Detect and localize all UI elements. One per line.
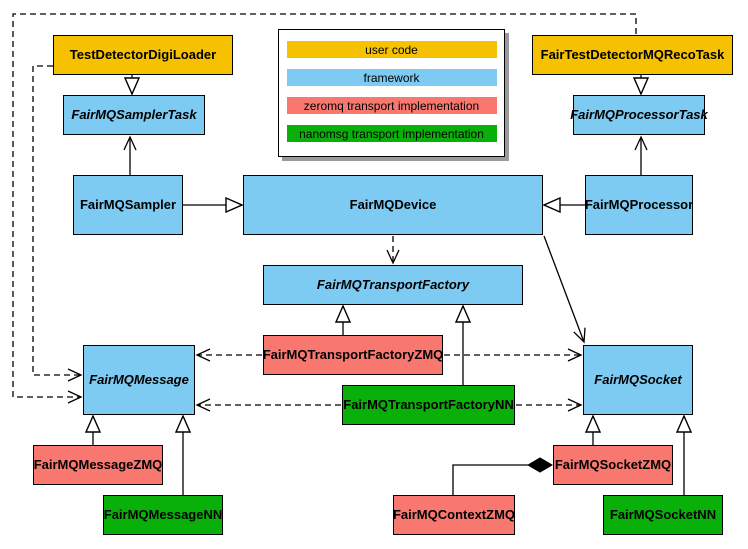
class-box-fairmqsampler: FairMQSampler xyxy=(73,175,183,235)
class-box-fairmqtransportfactory: FairMQTransportFactory xyxy=(263,265,523,305)
class-box-fairmqsocket: FairMQSocket xyxy=(583,345,693,415)
legend-item-zeromq: zeromq transport implementation xyxy=(286,97,497,114)
composition-diamond-icon xyxy=(527,457,553,473)
class-box-fairtestdetectormqrecotask: FairTestDetectorMQRecoTask xyxy=(532,35,733,75)
class-box-fairmqtransportfactoryzmq: FairMQTransportFactoryZMQ xyxy=(263,335,443,375)
legend-item-user-code: user code xyxy=(286,41,497,58)
class-box-fairmqsocketzmq: FairMQSocketZMQ xyxy=(553,445,673,485)
edge-composition-socketzmq-contextzmq xyxy=(452,464,528,495)
class-box-fairmqtransportfactorynn: FairMQTransportFactoryNN xyxy=(342,385,515,425)
class-box-fairmqprocessortask: FairMQProcessorTask xyxy=(570,95,708,135)
class-box-fairmqsamplertask: FairMQSamplerTask xyxy=(63,95,205,135)
class-box-fairmqmessage: FairMQMessage xyxy=(83,345,195,415)
class-box-fairmqmessagezmq: FairMQMessageZMQ xyxy=(33,445,163,485)
legend-box: user code framework zeromq transport imp… xyxy=(278,29,505,157)
class-box-fairmqsocketnn: FairMQSocketNN xyxy=(603,495,723,535)
class-box-testdetectordigiloader: TestDetectorDigiLoader xyxy=(53,35,233,75)
legend-item-framework: framework xyxy=(286,69,497,86)
class-box-fairmqdevice: FairMQDevice xyxy=(243,175,543,235)
edge-association-device-socket xyxy=(543,235,586,344)
class-box-fairmqcontextzmq: FairMQContextZMQ xyxy=(393,495,515,535)
class-box-fairmqmessagenn: FairMQMessageNN xyxy=(103,495,223,535)
class-box-fairmqprocessor: FairMQProcessor xyxy=(585,175,693,235)
legend-item-nanomsg: nanomsg transport implementation xyxy=(286,125,497,142)
